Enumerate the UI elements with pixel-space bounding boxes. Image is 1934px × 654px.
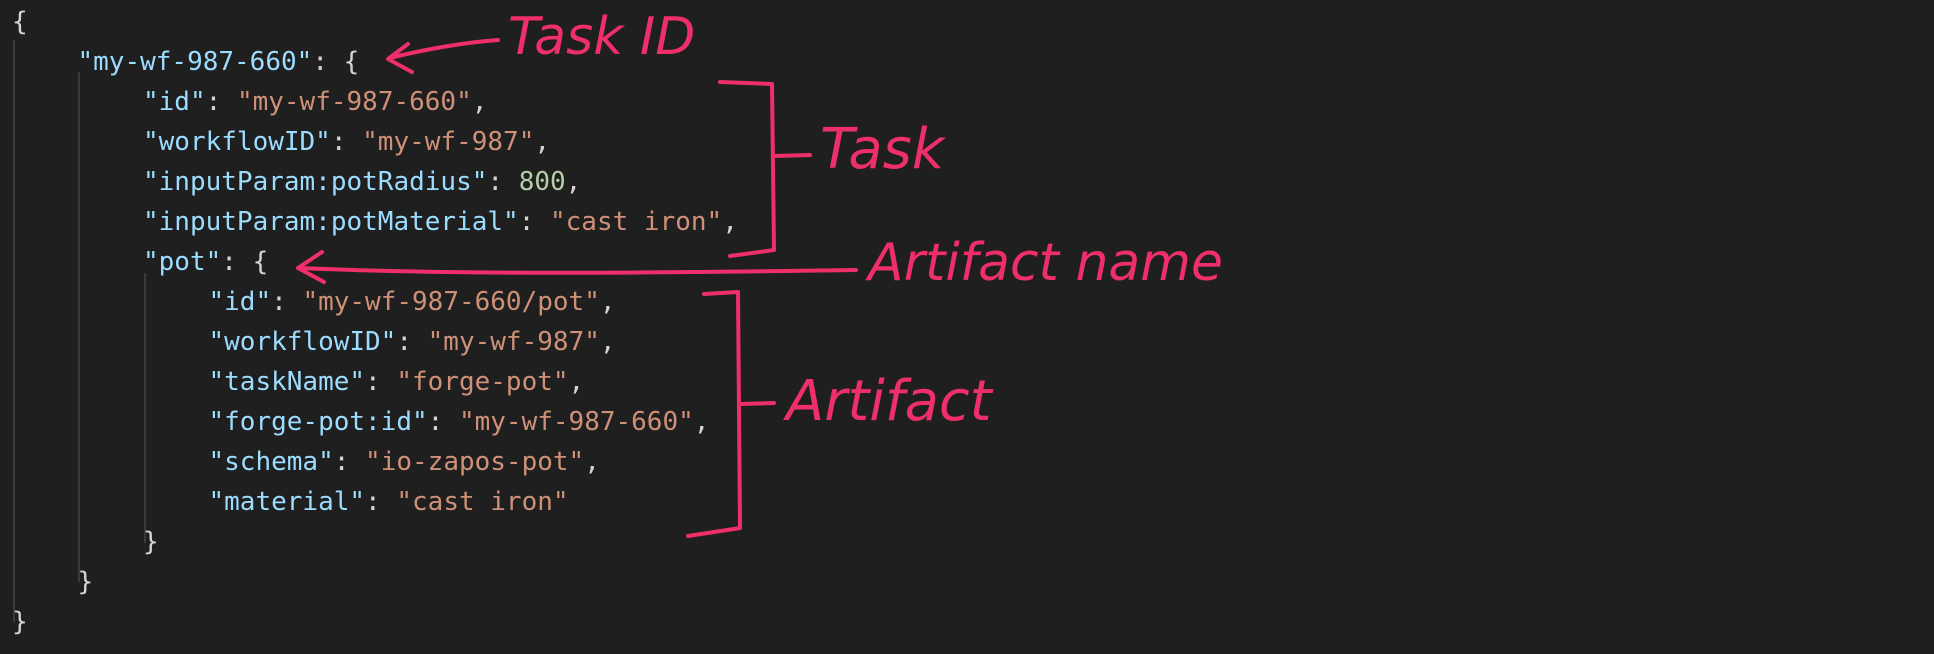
code-token-string: "cast iron" — [396, 487, 569, 517]
code-token-punctuation: : — [205, 87, 237, 117]
code-token-key: "pot" — [143, 247, 222, 277]
code-token-key: "my-wf-987-660" — [77, 47, 313, 77]
indent-guide-level-2 — [78, 72, 80, 582]
code-token-string: "my-wf-987" — [427, 327, 600, 357]
code-token-punctuation: : { — [312, 47, 360, 77]
code-token-punctuation: , — [599, 327, 616, 357]
code-token-key: "inputParam:potRadius" — [143, 167, 488, 197]
code-token-punctuation: , — [565, 167, 582, 197]
code-line: } — [12, 602, 28, 642]
indent-guide-level-3 — [144, 273, 146, 543]
code-token-punctuation: : — [365, 367, 397, 397]
code-line: "workflowID": "my-wf-987", — [209, 322, 616, 362]
code-token-key: "material" — [208, 487, 366, 517]
code-token-punctuation: } — [77, 567, 94, 597]
code-token-punctuation: : — [518, 207, 550, 237]
code-line: { — [12, 2, 28, 42]
code-token-string: "cast iron" — [550, 207, 723, 237]
code-token-number: 800 — [518, 167, 566, 197]
code-token-key: "forge-pot:id" — [208, 407, 428, 437]
code-token-string: "my-wf-987" — [362, 127, 535, 157]
code-token-punctuation: : { — [221, 247, 269, 277]
code-token-punctuation: : — [330, 127, 363, 157]
code-token-punctuation: , — [722, 207, 738, 237]
code-token-key: "inputParam:potMaterial" — [143, 207, 519, 237]
code-token-punctuation: : — [333, 447, 366, 477]
code-token-punctuation: } — [143, 527, 159, 557]
code-line: "inputParam:potMaterial": "cast iron", — [143, 202, 738, 242]
code-token-key: "id" — [143, 87, 206, 117]
code-token-punctuation: , — [584, 447, 600, 477]
code-token-punctuation: { — [12, 7, 28, 37]
code-token-punctuation: , — [471, 87, 488, 117]
code-token-punctuation: , — [568, 367, 585, 397]
code-token-punctuation: : — [396, 327, 428, 357]
code-token-string: "my-wf-987-660" — [236, 87, 472, 117]
code-line: "id": "my-wf-987-660/pot", — [209, 282, 616, 322]
code-token-key: "workflowID" — [143, 127, 331, 157]
code-token-key: "workflowID" — [208, 327, 397, 357]
code-token-punctuation: : — [271, 287, 303, 317]
code-line: "inputParam:potRadius": 800, — [143, 162, 581, 202]
code-line: "forge-pot:id": "my-wf-987-660", — [209, 402, 710, 442]
code-token-punctuation: , — [599, 287, 616, 317]
code-token-key: "taskName" — [208, 367, 366, 397]
code-token-punctuation: , — [693, 407, 710, 437]
code-line: } — [78, 562, 94, 602]
code-token-punctuation: : — [427, 407, 459, 437]
code-line: "workflowID": "my-wf-987", — [143, 122, 550, 162]
code-line: "material": "cast iron" — [209, 482, 569, 522]
code-line: "schema": "io-zapos-pot", — [209, 442, 600, 482]
code-token-key: "id" — [208, 287, 272, 317]
code-token-punctuation: } — [12, 607, 28, 637]
code-token-string: "my-wf-987-660" — [458, 407, 694, 437]
code-line: "my-wf-987-660": { — [78, 42, 360, 82]
code-line: "id": "my-wf-987-660", — [143, 82, 487, 122]
code-token-string: "io-zapos-pot" — [365, 447, 585, 477]
code-token-key: "schema" — [208, 447, 334, 477]
code-token-punctuation: , — [534, 127, 550, 157]
code-token-punctuation: : — [365, 487, 397, 517]
indent-guide-level-1 — [13, 40, 15, 622]
code-token-string: "forge-pot" — [396, 367, 569, 397]
code-line: } — [143, 522, 159, 562]
code-line: "taskName": "forge-pot", — [209, 362, 585, 402]
code-token-string: "my-wf-987-660/pot" — [302, 287, 600, 317]
code-line: "pot": { — [143, 242, 268, 282]
code-token-punctuation: : — [487, 167, 519, 197]
